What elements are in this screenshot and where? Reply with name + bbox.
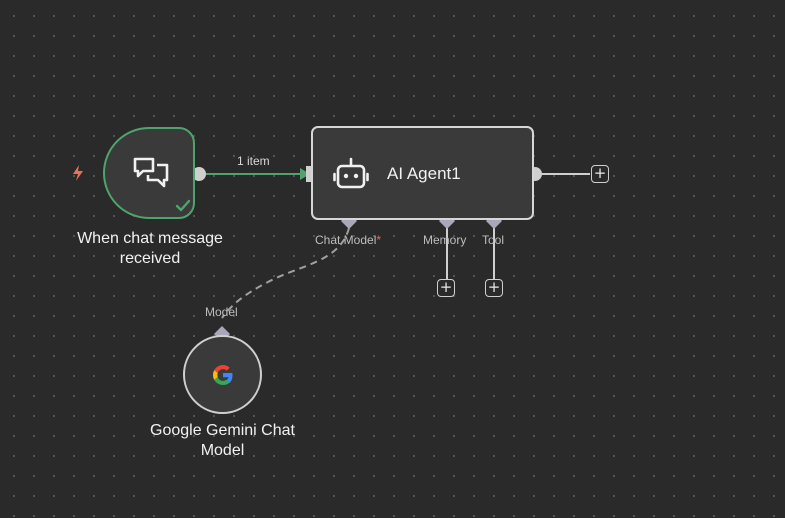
gemini-label-line2: Model (200, 442, 245, 459)
robot-icon (333, 157, 369, 196)
memory-port-label: Memory (423, 233, 467, 247)
gemini-label-line1: Google Gemini Chat (150, 422, 295, 439)
main-connection-arrow (300, 168, 310, 180)
add-next-node-button[interactable]: + (591, 165, 609, 183)
gemini-model-port-label: Model (205, 305, 238, 319)
trigger-node-label: When chat message received (60, 229, 240, 269)
add-memory-button[interactable]: + (437, 279, 455, 297)
chat-bubbles-icon (132, 156, 170, 197)
tool-port-label: Tool (482, 233, 505, 247)
required-marker: * (376, 233, 382, 247)
trigger-output-port[interactable] (192, 167, 206, 181)
chat-trigger-node[interactable] (103, 127, 195, 219)
chat-model-label-text: Chat Model (315, 233, 377, 247)
trigger-label-line1: When chat message (77, 230, 223, 247)
google-g-logo-icon (209, 361, 237, 394)
connection-item-count: 1 item (237, 154, 270, 168)
add-tool-button[interactable]: + (485, 279, 503, 297)
google-gemini-node[interactable] (183, 335, 262, 414)
lightning-icon (71, 164, 85, 186)
gemini-node-label: Google Gemini Chat Model (132, 421, 313, 461)
success-check-icon (175, 199, 191, 218)
agent-input-port[interactable] (306, 166, 314, 182)
ai-agent-node[interactable] (311, 126, 534, 220)
chat-model-port-label: Chat Model* (315, 233, 381, 247)
ai-agent-title: AI Agent1 (387, 164, 461, 183)
chat-model-connection[interactable] (221, 227, 350, 319)
trigger-label-line2: received (119, 250, 181, 267)
